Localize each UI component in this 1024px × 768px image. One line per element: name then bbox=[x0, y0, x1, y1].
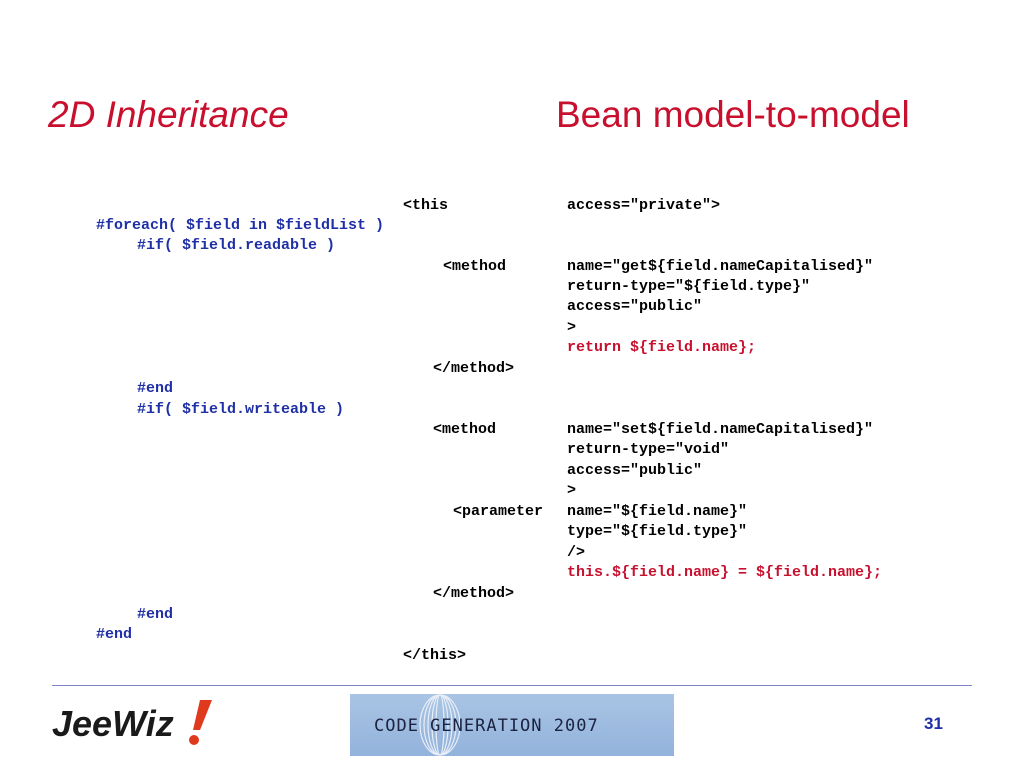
code-line: #foreach( $field in $fieldList ) bbox=[96, 217, 385, 234]
banner-text: CODE GENERATION 2007 bbox=[374, 716, 599, 736]
code-line: > bbox=[567, 319, 577, 336]
code-line: /> bbox=[567, 544, 586, 561]
code-line: <parameter bbox=[453, 503, 544, 520]
code-line: access="public" bbox=[567, 462, 703, 479]
code-line: #if( $field.readable ) bbox=[137, 237, 336, 254]
jeewiz-logo-text: JeeWiz bbox=[52, 703, 174, 744]
code-line: this.${field.name} = ${field.name}; bbox=[567, 564, 883, 581]
code-line: > bbox=[567, 482, 577, 499]
code-line: return-type="${field.type}" bbox=[567, 278, 811, 295]
rings-icon bbox=[419, 694, 461, 756]
jeewiz-logo: JeeWiz bbox=[52, 700, 212, 745]
code-line: </method> bbox=[433, 585, 515, 602]
code-line: </method> bbox=[433, 360, 515, 377]
code-line: access="public" bbox=[567, 298, 703, 315]
page-number: 31 bbox=[924, 714, 943, 733]
slide-subtitle: Bean model-to-model bbox=[556, 94, 910, 135]
code-line: type="${field.type}" bbox=[567, 523, 748, 540]
code-line: name="${field.name}" bbox=[567, 503, 748, 520]
code-line: #end bbox=[137, 606, 174, 623]
code-line: <method bbox=[433, 421, 497, 438]
code-line: <this bbox=[403, 197, 449, 214]
code-line: </this> bbox=[403, 647, 467, 664]
code-line: return-type="void" bbox=[567, 441, 730, 458]
code-line: <method bbox=[443, 258, 507, 275]
code-generation-banner: CODE GENERATION 2007 bbox=[350, 694, 674, 756]
exclamation-icon bbox=[193, 700, 212, 730]
code-line: #end bbox=[137, 380, 174, 397]
code-line: #end bbox=[96, 626, 133, 643]
code-line: name="set${field.nameCapitalised}" bbox=[567, 421, 874, 438]
code-line: access="private"> bbox=[567, 197, 721, 214]
code-line: #if( $field.writeable ) bbox=[137, 401, 345, 418]
slide-title: 2D Inheritance bbox=[48, 94, 289, 135]
footer-divider bbox=[52, 685, 972, 686]
code-line: return ${field.name}; bbox=[567, 339, 757, 356]
code-line: name="get${field.nameCapitalised}" bbox=[567, 258, 874, 275]
